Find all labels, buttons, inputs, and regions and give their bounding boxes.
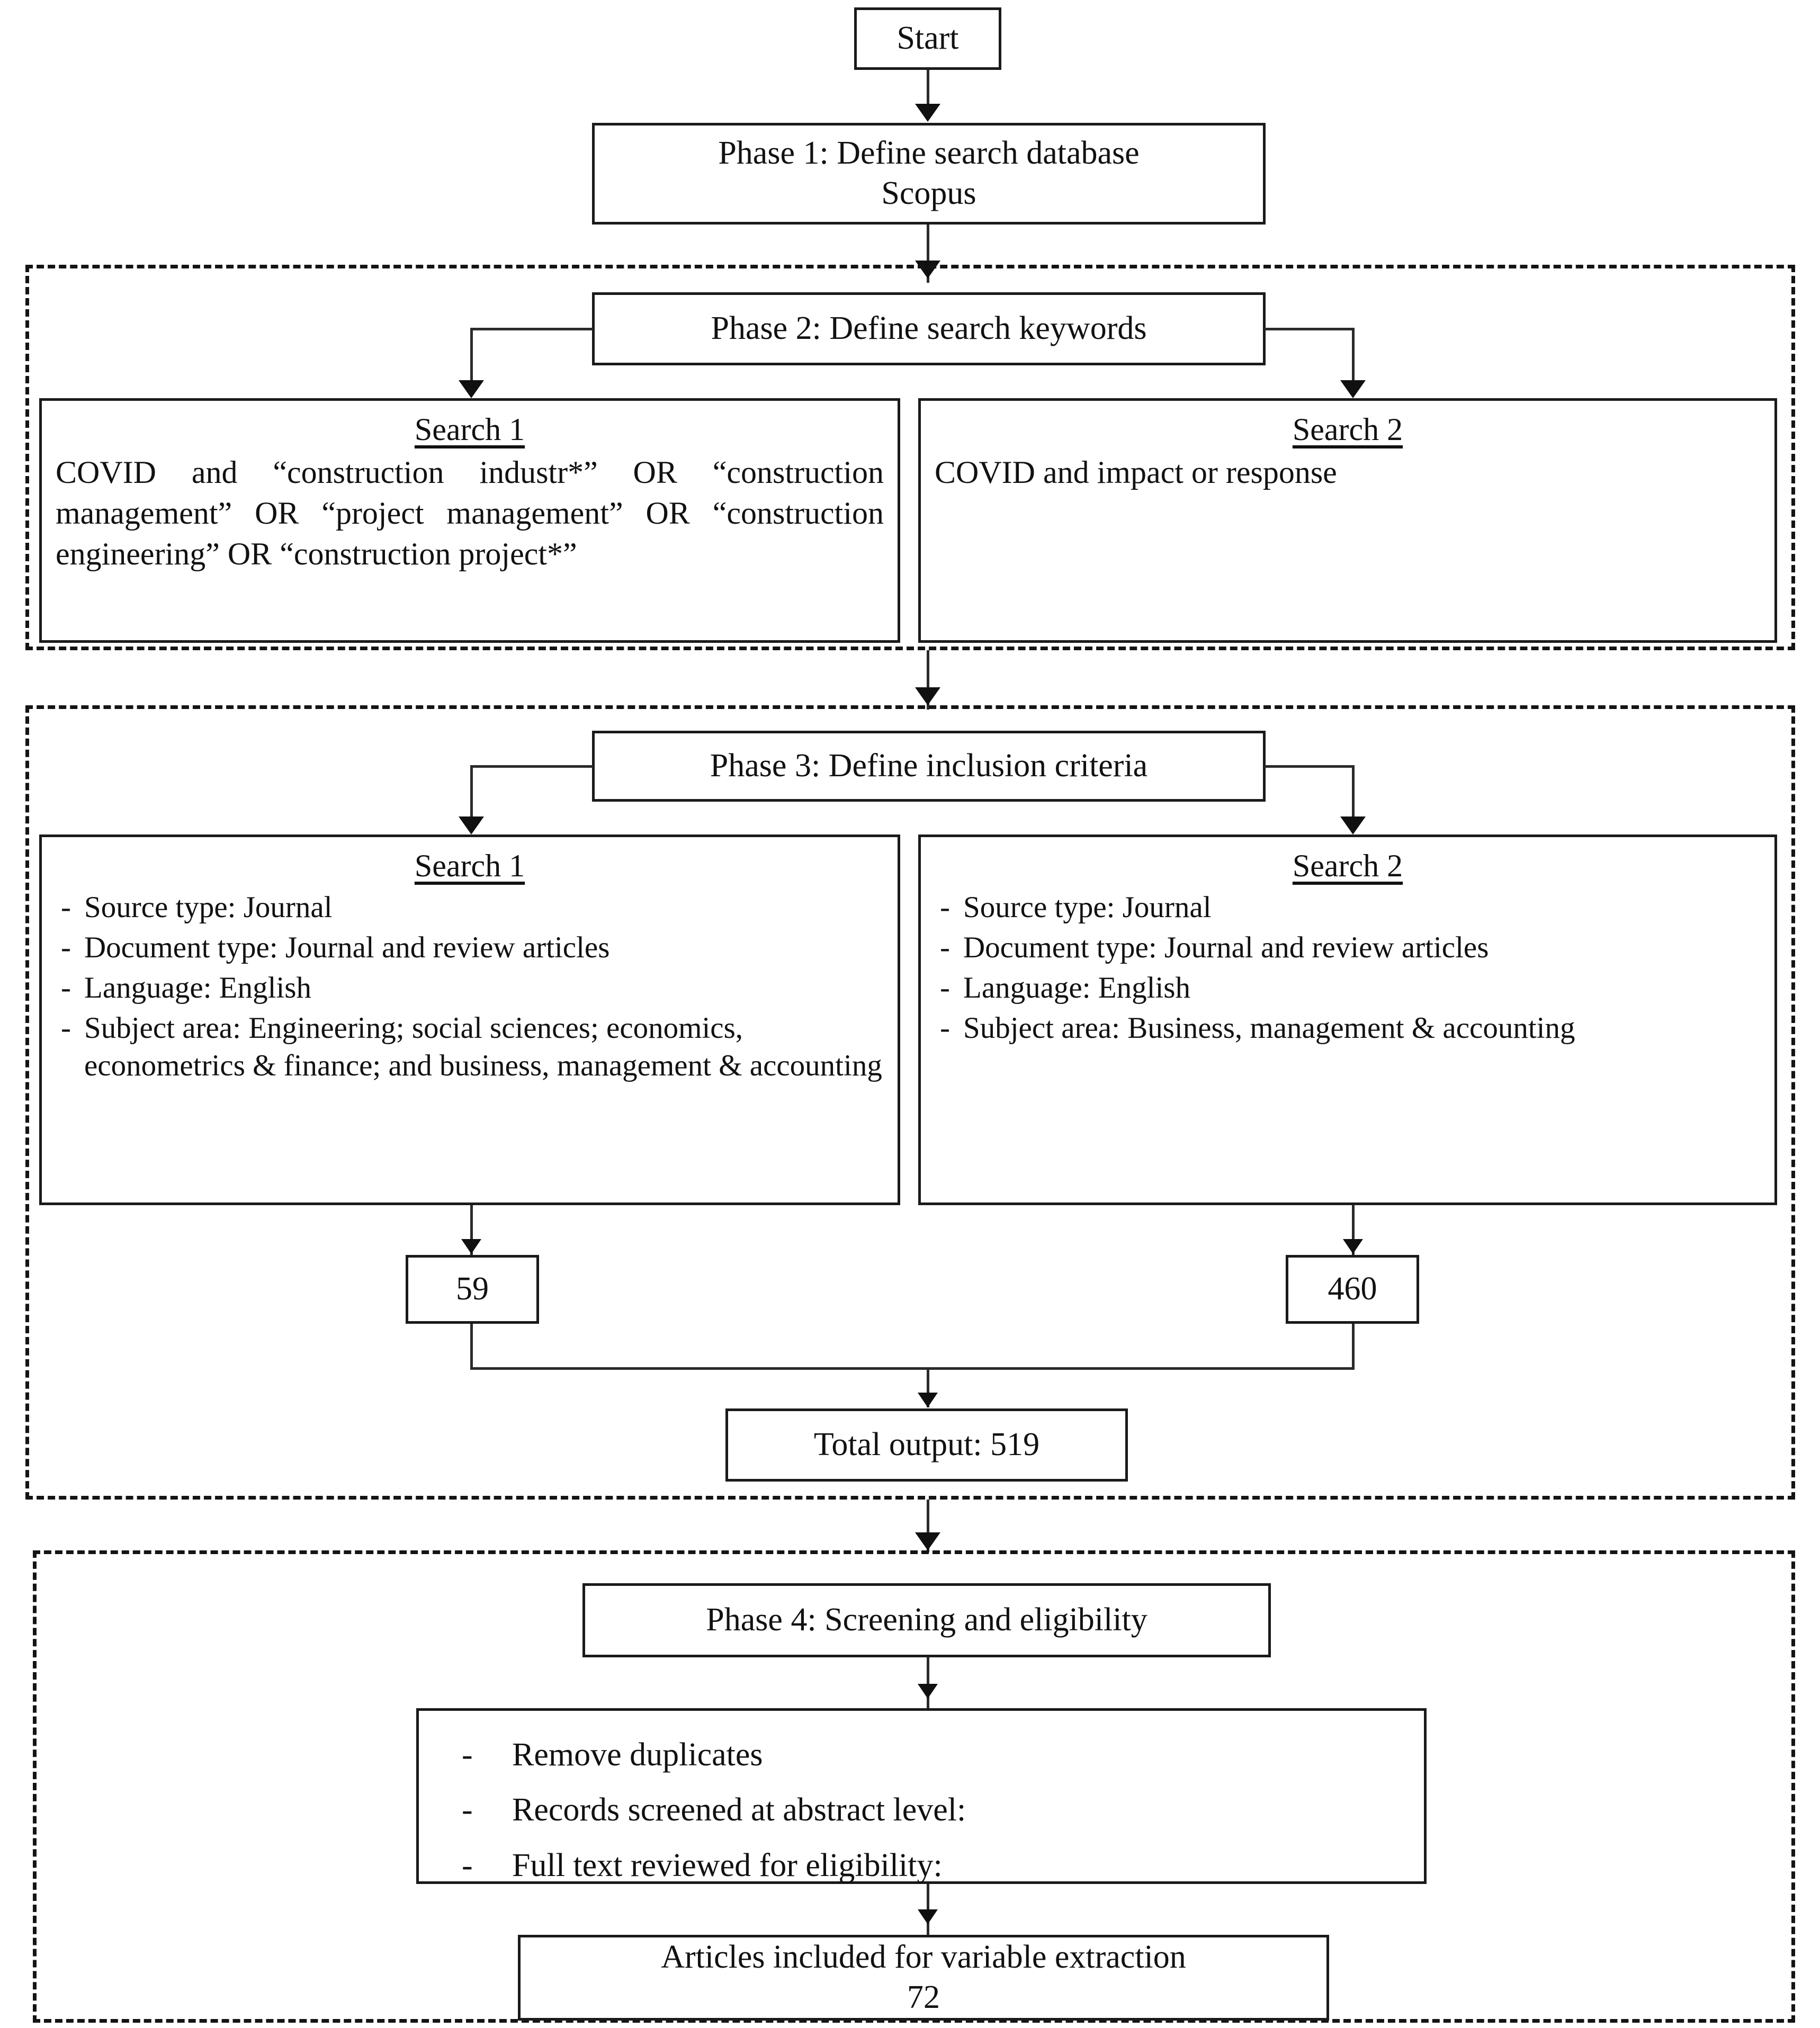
phase2-search2-query: COVID and impact or response [935,455,1337,490]
connector-phase4-to-steps [927,1657,929,1708]
phase1-line2: Scopus [881,175,976,211]
phase4-node[interactable]: Phase 4: Screening and eligibility [582,1583,1271,1657]
phase4-header: Phase 4: Screening and eligibility [706,1602,1147,1638]
connector-phase1-to-phase2 [927,225,929,283]
criteria-item: Language: English [56,969,884,1007]
connector-count1-down [470,1324,473,1369]
connector-phase2-right-h [1265,328,1355,330]
search2-count-box[interactable]: 460 [1286,1255,1419,1324]
arrowhead-merge-to-total [918,1393,938,1407]
phase4-group [33,1550,1795,2023]
search1-count-box[interactable]: 59 [406,1255,539,1324]
arrowhead-start-to-phase1 [915,104,940,122]
screening-steps-list: Remove duplicates Records screened at ab… [433,1735,1410,1886]
arrowhead-phase3-to-phase4 [915,1532,940,1550]
connector-merge-to-total [927,1367,929,1407]
connector-count2-down [1352,1324,1355,1369]
phase2-search2-box[interactable]: Search 2 COVID and impact or response [918,398,1777,643]
arrowhead-search2-to-count2 [1343,1239,1363,1254]
phase2-search1-title: Search 1 [414,412,525,447]
phase2-search1-query: COVID and “construction industr*” OR “co… [56,455,884,571]
phase3-search2-criteria: Source type: Journal Document type: Jour… [935,889,1761,1047]
criteria-item: Language: English [935,969,1761,1007]
criteria-item: Subject area: Business, management & acc… [935,1009,1761,1047]
connector-start-to-phase1 [927,70,929,108]
articles-included-box[interactable]: Articles included for variable extractio… [518,1935,1329,2021]
arrowhead-phase4-to-steps [918,1684,938,1699]
phase3-node[interactable]: Phase 3: Define inclusion criteria [592,731,1266,802]
connector-counts-merge [470,1367,1355,1370]
total-output-box[interactable]: Total output: 519 [725,1408,1128,1482]
connector-phase3-to-phase4 [927,1500,929,1553]
connector-search1-to-count1 [470,1205,473,1256]
criteria-item: Source type: Journal [935,889,1761,927]
connector-phase2-left-v [470,328,473,386]
phase1-line1: Phase 1: Define search database [718,135,1140,172]
phase2-group [25,265,1795,650]
phase3-group [25,705,1795,1500]
phase3-header: Phase 3: Define inclusion criteria [710,748,1148,784]
phase1-node[interactable]: Phase 1: Define search database Scopus [592,123,1266,225]
criteria-item: Document type: Journal and review articl… [56,929,884,967]
phase3-search2-box[interactable]: Search 2 Source type: Journal Document t… [918,834,1777,1205]
articles-included-count: 72 [907,1979,940,2015]
search1-count: 59 [456,1271,489,1307]
screening-step: Records screened at abstract level: [433,1790,1410,1830]
phase2-header: Phase 2: Define search keywords [711,310,1147,347]
phase2-search1-box[interactable]: Search 1 COVID and “construction industr… [39,398,900,643]
connector-phase3-left-h [470,765,593,768]
arrowhead-phase2-to-search2 [1340,380,1366,398]
arrowhead-phase2-to-phase3 [915,687,940,705]
connector-search2-to-count2 [1352,1205,1355,1256]
phase3-search1-title: Search 1 [414,848,525,883]
connector-phase2-to-phase3 [927,650,929,710]
arrowhead-phase3-to-search2 [1340,816,1366,834]
criteria-item: Subject area: Engineering; social scienc… [56,1009,884,1085]
screening-steps-box[interactable]: Remove duplicates Records screened at ab… [416,1708,1427,1886]
screening-step: Full text reviewed for eligibility: [433,1846,1410,1886]
arrowhead-steps-to-result [918,1909,938,1924]
phase2-node[interactable]: Phase 2: Define search keywords [592,292,1266,365]
connector-phase3-right-h [1265,765,1355,768]
search2-count: 460 [1328,1271,1377,1307]
total-output-label: Total output: 519 [813,1426,1040,1463]
phase3-search1-box[interactable]: Search 1 Source type: Journal Document t… [39,834,900,1205]
screening-step: Remove duplicates [433,1735,1410,1775]
phase3-search1-criteria: Source type: Journal Document type: Jour… [56,889,884,1085]
arrowhead-phase2-to-search1 [459,380,484,398]
start-label: Start [896,20,959,57]
articles-included-label: Articles included for variable extractio… [661,1939,1186,1976]
phase2-search2-title: Search 2 [1292,412,1403,447]
arrowhead-phase1-to-phase2 [915,261,940,279]
start-node[interactable]: Start [854,7,1001,70]
connector-phase3-right-v [1352,765,1355,822]
connector-phase3-left-v [470,765,473,822]
arrowhead-phase3-to-search1 [459,816,484,834]
connector-phase2-right-v [1352,328,1355,386]
connector-phase2-left-h [470,328,593,330]
phase3-search2-title: Search 2 [1292,848,1403,883]
criteria-item: Source type: Journal [56,889,884,927]
criteria-item: Document type: Journal and review articl… [935,929,1761,967]
arrowhead-search1-to-count1 [461,1239,481,1254]
